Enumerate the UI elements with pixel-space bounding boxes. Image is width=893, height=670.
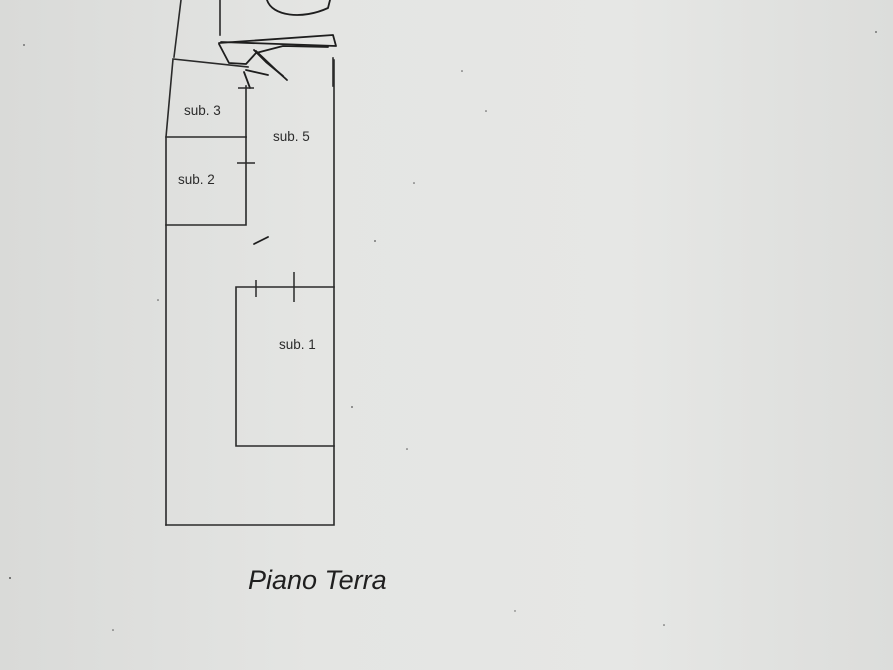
floor-title: Piano Terra (248, 565, 387, 595)
room-sub2: sub. 2 (165, 136, 255, 226)
room-sub1: sub. 1 (235, 272, 335, 447)
paper-specks (9, 31, 877, 631)
entrance-scribble (218, 0, 337, 89)
room-label-sub1: sub. 1 (279, 337, 316, 352)
outer-walls (165, 0, 335, 526)
room-label-sub5: sub. 5 (273, 129, 310, 144)
room-sub3: sub. 3 (165, 85, 254, 138)
room-label-sub3: sub. 3 (184, 103, 221, 118)
room-label-sub2: sub. 2 (178, 172, 215, 187)
pen-mark (253, 236, 269, 245)
